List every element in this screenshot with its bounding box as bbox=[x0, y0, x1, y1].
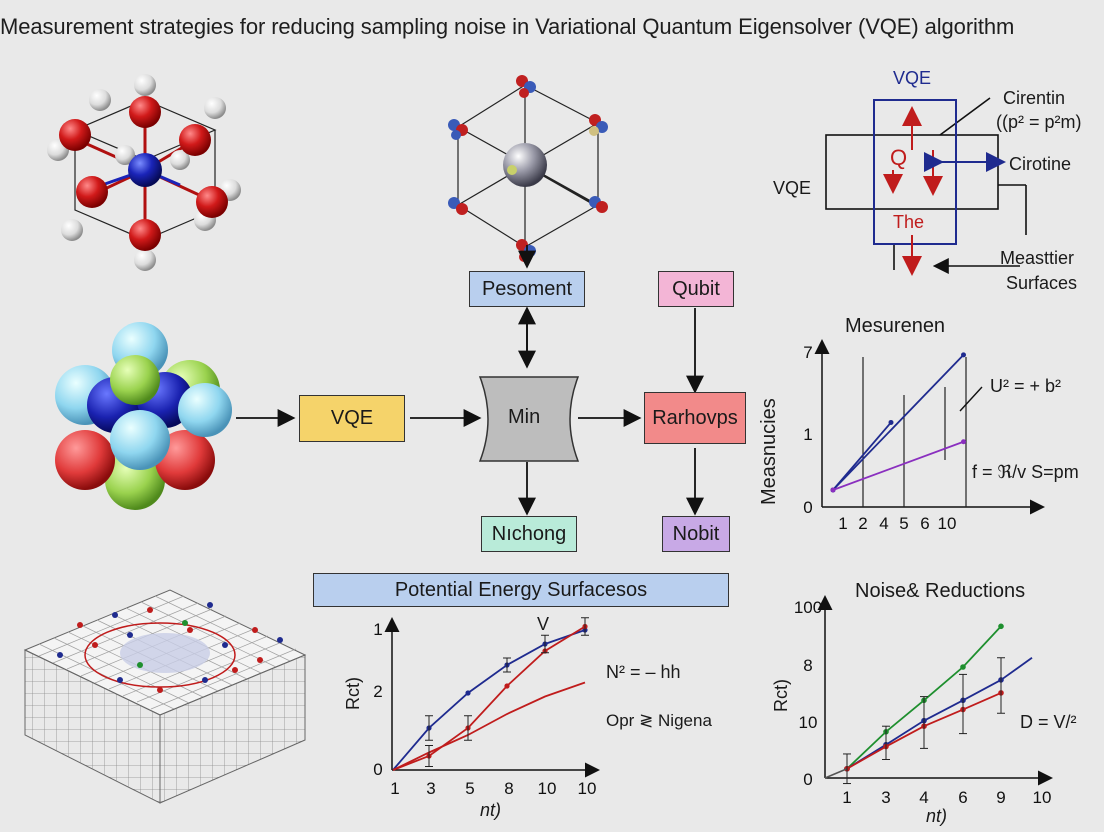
surfaces-label: Surfaces bbox=[1006, 273, 1078, 293]
pes-banner-label: Potential Energy Surfacesos bbox=[394, 578, 648, 601]
chart1-y-tick: 0 bbox=[803, 498, 812, 517]
chart2-y-tick: 0 bbox=[373, 760, 382, 779]
rarhovps-box[interactable]: Rarhovps bbox=[644, 392, 746, 444]
chart2-annotation-3: Opr ≷ Nigena bbox=[606, 711, 712, 730]
chart3-y-tick: 100 bbox=[794, 598, 822, 617]
chart1-series-line-2 bbox=[832, 440, 964, 491]
circuit-the-label: The bbox=[893, 212, 925, 232]
chart3-point bbox=[960, 664, 966, 670]
nobit-box-label: Nobit bbox=[672, 522, 720, 545]
chart1-ylabel: Measnucies bbox=[758, 398, 780, 505]
min-box[interactable] bbox=[478, 375, 580, 463]
potential-energy-surfaces-banner[interactable]: Potential Energy Surfacesos bbox=[313, 573, 729, 607]
chart3-y-tick: 0 bbox=[803, 770, 812, 789]
chart2-annotation-1: V bbox=[537, 614, 550, 634]
chart3-annotation-1: D = V/² bbox=[1020, 712, 1077, 732]
chart1-point bbox=[961, 439, 966, 445]
circuit-top-label: VQE bbox=[893, 68, 932, 88]
chart3-xlabel: nt) bbox=[926, 806, 948, 826]
chart3-ylabel: Rct) bbox=[771, 679, 791, 712]
chart3-series-extension bbox=[1000, 657, 1033, 681]
vqe-box-label: VQE bbox=[330, 407, 374, 429]
chart3-x-tick: 4 bbox=[919, 788, 928, 807]
chart2-series-line-1 bbox=[392, 625, 586, 771]
chart1-title: Mesurenen bbox=[845, 315, 946, 337]
chart2-x-tick: 5 bbox=[465, 779, 474, 798]
rarhovps-box-label: Rarhovps bbox=[652, 406, 738, 429]
chart2-y-tick: 2 bbox=[373, 682, 382, 701]
chart2-x-tick: 10 bbox=[578, 779, 597, 798]
cirotine-label: Cirotine bbox=[1009, 154, 1072, 174]
min-box-label: Min bbox=[508, 406, 541, 428]
chart2-point bbox=[504, 683, 510, 689]
chart3-point bbox=[998, 623, 1004, 630]
chart1-point bbox=[888, 419, 894, 425]
chart3-x-tick: 6 bbox=[958, 788, 967, 807]
chart3-origin-segment bbox=[824, 768, 848, 779]
chart1-annotation-2: f = ℜ/v S=pm bbox=[972, 462, 1079, 482]
vqe-box[interactable]: VQE bbox=[299, 395, 405, 442]
chart2-x-tick: 10 bbox=[538, 779, 557, 798]
circuit-q-label: Q bbox=[890, 145, 908, 170]
energy-surface-grid-illustration bbox=[23, 589, 307, 804]
chart3-x-tick: 9 bbox=[996, 788, 1005, 807]
measttier-label: Measttier bbox=[1000, 248, 1075, 268]
chart3-x-tick: 3 bbox=[881, 788, 890, 807]
chart1-x-tick: 4 bbox=[879, 514, 888, 533]
chart1-x-tick: 5 bbox=[899, 514, 908, 533]
chart2-x-tick: 1 bbox=[390, 779, 399, 798]
cubic-lattice-illustration bbox=[448, 75, 608, 262]
chart2-x-tick: 8 bbox=[504, 779, 513, 798]
cirentin-label: Cirentin bbox=[1003, 88, 1066, 108]
chart2-y-tick: 1 bbox=[373, 620, 382, 639]
chart2-xlabel: nt) bbox=[480, 800, 502, 820]
chart1-annotation-1: U² = + b² bbox=[990, 376, 1062, 396]
chart2-series-line-2 bbox=[392, 681, 586, 771]
octahedral-molecule-illustration bbox=[47, 74, 241, 271]
chart1-x-tick: 10 bbox=[938, 514, 957, 533]
chart3-x-tick: 10 bbox=[1033, 788, 1052, 807]
qubit-box-label: Qubit bbox=[672, 277, 720, 300]
chart2-x-tick: 3 bbox=[426, 779, 435, 798]
chart1-series-line-1 bbox=[832, 354, 965, 491]
chart2-plot: 1 3 5 8 10 10 0 2 1 bbox=[373, 617, 600, 798]
chart2-ylabel: Rct) bbox=[343, 677, 363, 710]
chart1-x-tick: 1 bbox=[838, 514, 847, 533]
nichong-box[interactable]: Nıchong bbox=[481, 516, 577, 552]
chart1-point bbox=[961, 352, 966, 358]
chart1-y-tick: 7 bbox=[803, 343, 812, 362]
chart3-title: Noise& Reductions bbox=[855, 580, 1026, 602]
chart2-point bbox=[465, 690, 471, 696]
chart3-y-tick: 8 bbox=[803, 656, 812, 675]
nobit-box[interactable]: Nobit bbox=[662, 516, 730, 552]
chart2-annotation-2: N² = – hh bbox=[606, 662, 681, 682]
chart1-point bbox=[830, 487, 836, 493]
page-title: Measurement strategies for reducing samp… bbox=[0, 14, 1015, 39]
chart3-x-tick: 1 bbox=[842, 788, 851, 807]
atom-cluster-illustration bbox=[55, 322, 232, 510]
nichong-box-label: Nıchong bbox=[491, 522, 567, 545]
qubit-box[interactable]: Qubit bbox=[658, 271, 734, 307]
circuit-left-label: VQE bbox=[773, 178, 812, 198]
chart1-y-tick: 1 bbox=[803, 425, 812, 444]
chart1-x-tick: 6 bbox=[920, 514, 929, 533]
chart2-series-line-0 bbox=[392, 629, 586, 771]
chart3-y-tick: 10 bbox=[799, 713, 818, 732]
pesoment-box[interactable]: Pesoment bbox=[469, 271, 585, 307]
cirentin-formula: ((p² = p²m) bbox=[996, 112, 1082, 132]
pesoment-box-label: Pesoment bbox=[481, 277, 573, 300]
chart1-annotation-pointer bbox=[959, 386, 983, 412]
chart1-x-tick: 2 bbox=[858, 514, 867, 533]
